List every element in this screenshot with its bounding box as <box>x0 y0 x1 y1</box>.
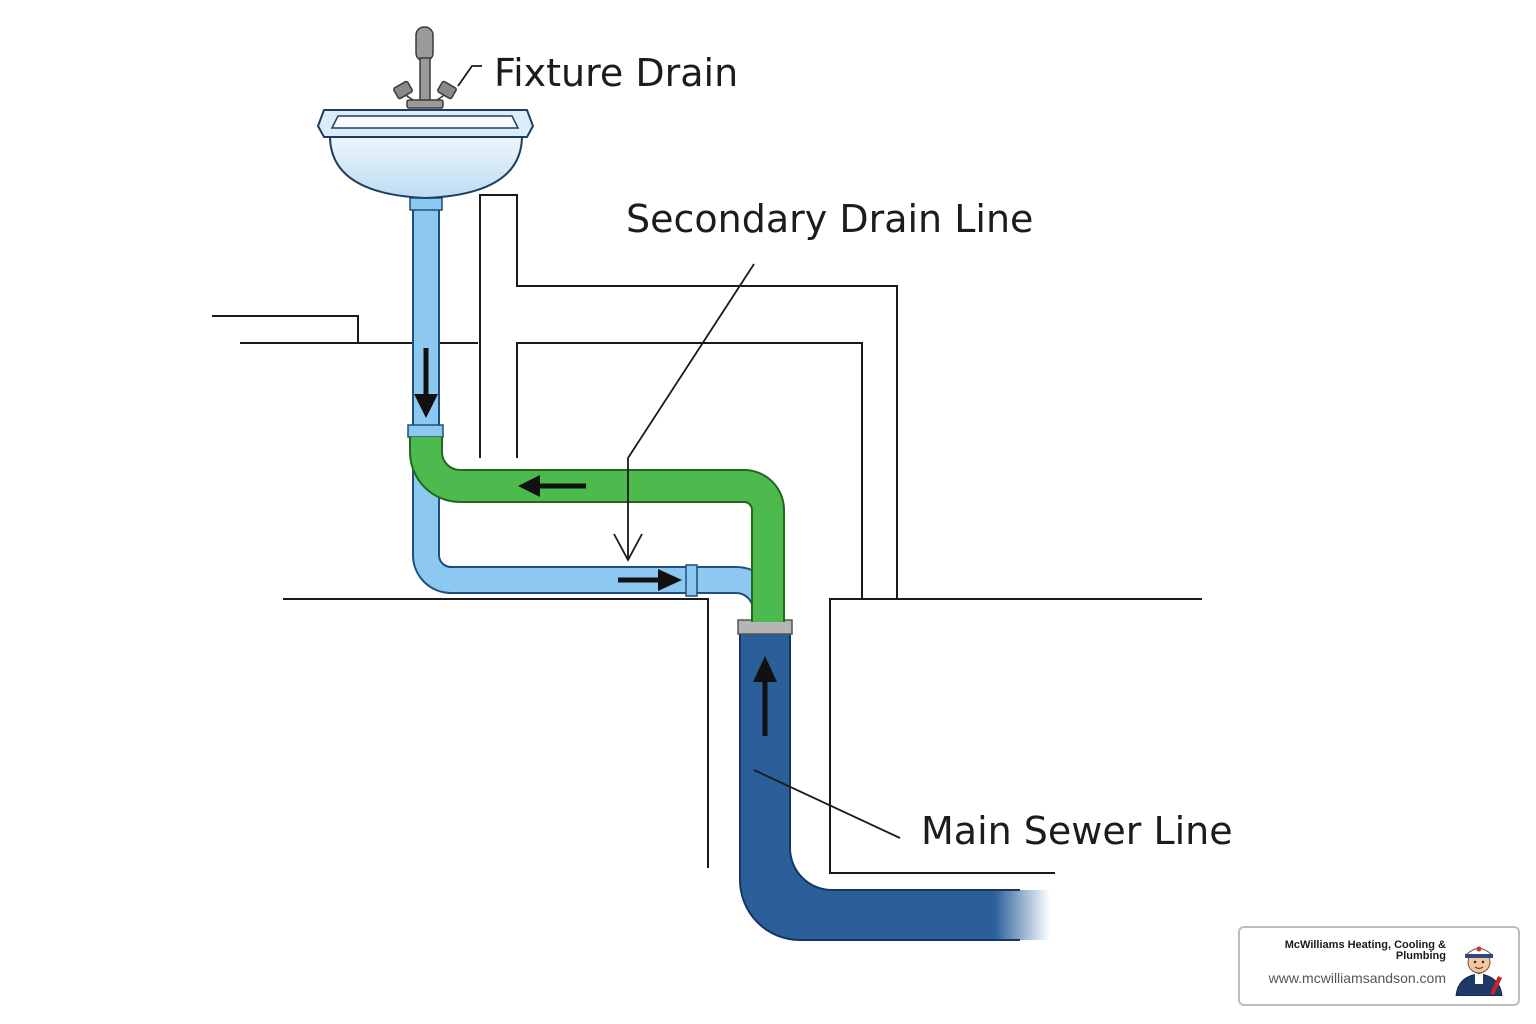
secondary-drain-leader <box>627 263 755 558</box>
flow-arrows <box>414 348 777 736</box>
brand-url[interactable]: www.mcwilliamsandson.com <box>1268 970 1446 986</box>
fixture-drain-pipe <box>407 197 780 624</box>
flow-arrow-icon <box>618 569 682 591</box>
secondary-drain-pipe <box>409 435 785 622</box>
faucet-icon <box>393 26 457 109</box>
main-sewer-leader <box>753 769 901 839</box>
main-sewer-coupling <box>737 619 793 635</box>
main-sewer-line-label: Main Sewer Line <box>921 809 1233 853</box>
sink-basin-icon <box>316 109 535 200</box>
fixture-drain-label: Fixture Drain <box>494 51 739 95</box>
flow-arrow-icon <box>518 475 586 497</box>
pipe-coupling <box>685 564 698 597</box>
secondary-drain-line-label: Secondary Drain Line <box>626 197 1034 241</box>
flow-arrow-icon <box>414 348 438 418</box>
secondary-drain-leader-arrowhead <box>613 533 643 562</box>
wall-outlines <box>212 194 1202 874</box>
brand-name: McWilliams Heating, Cooling & Plumbing <box>1284 939 1446 962</box>
tailpiece-nut <box>409 197 443 211</box>
trap-coupling <box>407 424 444 438</box>
brand-card[interactable]: McWilliams Heating, Cooling & Plumbing w… <box>1238 926 1520 1006</box>
main-sewer-pipe <box>737 619 1050 941</box>
flow-arrow-icon <box>753 656 777 736</box>
plumber-mascot-icon <box>1455 946 1503 996</box>
fixture-drain-leader <box>457 65 482 87</box>
label-leaders <box>457 65 901 839</box>
